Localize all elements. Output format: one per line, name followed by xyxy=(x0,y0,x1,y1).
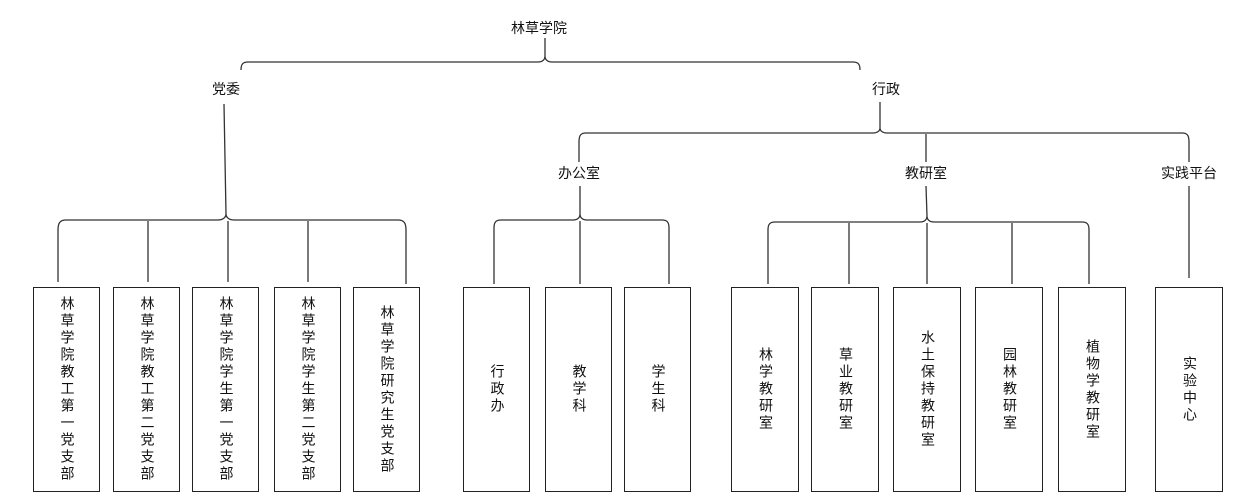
leaf-label: 林草学院教工第二党支部 xyxy=(138,296,155,483)
leaf-box: 林草学院研究生党支部 xyxy=(353,287,420,492)
leaf-box: 林草学院教工第二党支部 xyxy=(113,287,180,492)
leaf-label: 园林教研室 xyxy=(1001,347,1017,432)
leaf-label: 学生科 xyxy=(649,364,666,415)
leaf-label: 水土保持教研室 xyxy=(919,330,935,449)
leaf-box: 植物学教研室 xyxy=(1058,287,1126,492)
connector-teaching xyxy=(767,185,1090,284)
office-node: 办公室 xyxy=(556,166,602,182)
leaf-label: 林草学院教工第一党支部 xyxy=(58,296,75,483)
party-committee-node: 党委 xyxy=(210,82,242,98)
connector-admin xyxy=(578,102,1190,162)
leaf-box: 林草学院学生第二党支部 xyxy=(274,287,341,492)
leaf-box: 学生科 xyxy=(624,287,691,492)
root-node: 林草学院 xyxy=(509,21,569,37)
leaf-box: 林草学院教工第一党支部 xyxy=(33,287,100,492)
connector-office xyxy=(493,186,670,284)
administration-node: 行政 xyxy=(870,82,902,98)
leaf-label: 实验中心 xyxy=(1181,355,1197,424)
leaf-label: 林草学院学生第一党支部 xyxy=(217,296,234,483)
leaf-label: 植物学教研室 xyxy=(1084,338,1100,441)
leaf-box: 实验中心 xyxy=(1155,287,1223,492)
leaf-label: 草业教研室 xyxy=(837,347,853,432)
leaf-label: 林草学院研究生党支部 xyxy=(378,304,395,475)
leaf-box: 行政办 xyxy=(463,287,530,492)
leaf-box: 草业教研室 xyxy=(811,287,879,492)
leaf-box: 教学科 xyxy=(545,287,612,492)
connector-root xyxy=(240,38,861,71)
leaf-label: 林草学院学生第二党支部 xyxy=(299,296,316,483)
connector-party xyxy=(57,103,407,284)
leaf-box: 林草学院学生第一党支部 xyxy=(192,287,259,492)
teaching-office-node: 教研室 xyxy=(903,166,949,182)
leaf-box: 园林教研室 xyxy=(975,287,1043,492)
leaf-label: 教学科 xyxy=(570,364,587,415)
leaf-label: 林学教研室 xyxy=(757,347,773,432)
leaf-box: 水土保持教研室 xyxy=(893,287,961,492)
leaf-box: 林学教研室 xyxy=(731,287,799,492)
practice-platform-node: 实践平台 xyxy=(1159,166,1219,182)
leaf-label: 行政办 xyxy=(488,364,505,415)
